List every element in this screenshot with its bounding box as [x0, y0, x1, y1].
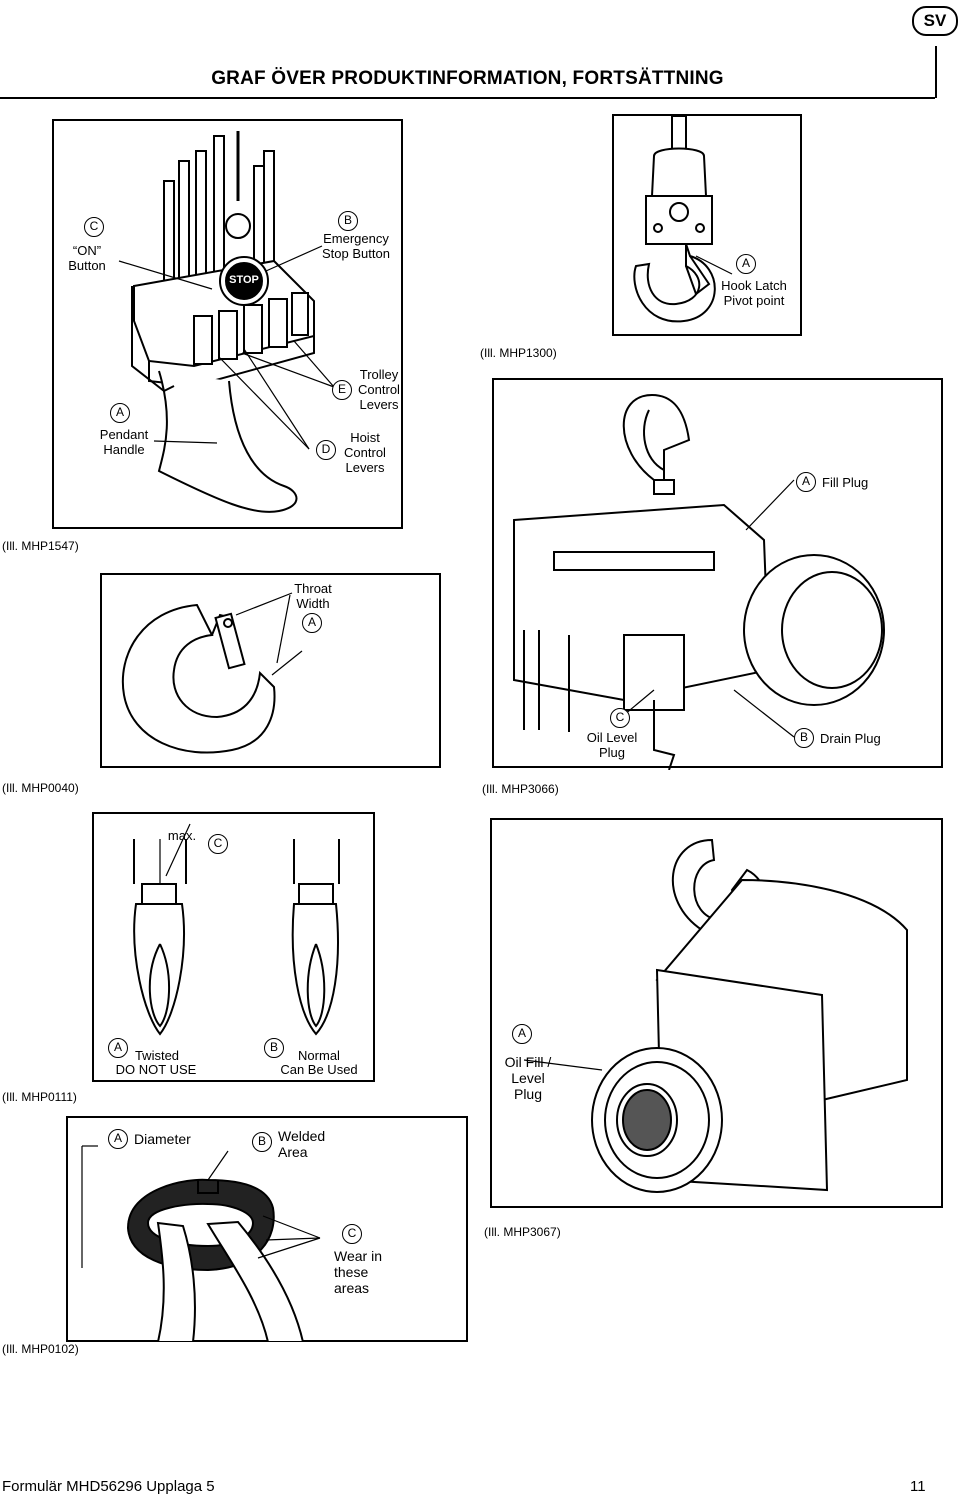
- can-be-used-label: Can Be Used: [280, 1062, 358, 1077]
- hook-latch-caption: (Ill. MHP1300): [480, 346, 557, 360]
- page-number: 11: [910, 1478, 926, 1495]
- throat-width-label: Throat Width: [294, 581, 332, 611]
- fill-plug-label: Fill Plug: [822, 475, 869, 490]
- max-label: max.: [167, 828, 197, 843]
- callout-b-normal: B: [264, 1038, 284, 1058]
- callout-d-hoist: D: [316, 440, 336, 460]
- diameter-label: Diameter: [134, 1131, 191, 1147]
- hook-latch-label: Hook Latch Pivot point: [721, 278, 787, 308]
- pendant-illustration-panel: STOP C “ON” Button B Emergency Stop Butt…: [52, 119, 403, 529]
- callout-a-latch: A: [736, 254, 756, 274]
- language-badge: SV: [912, 6, 958, 36]
- pendant-handle-label: Pendant Handle: [99, 427, 149, 457]
- throat-caption: (Ill. MHP0040): [2, 781, 79, 795]
- oil-fill-panel: A Oil Fill / Level Plug: [490, 818, 943, 1208]
- callout-a-oil-fill: A: [512, 1024, 532, 1044]
- hoist-unit-panel: A Fill Plug C Oil Level Plug B Drain Plu…: [492, 378, 943, 770]
- hook-latch-panel: A Hook Latch Pivot point: [612, 114, 802, 336]
- callout-c-max: C: [208, 834, 228, 854]
- callout-a-throat: A: [302, 613, 322, 633]
- wear-areas-label: Wear in these areas: [334, 1248, 382, 1296]
- callout-b-welded: B: [252, 1132, 272, 1152]
- callout-a-twisted: A: [108, 1038, 128, 1058]
- trolley-levers-label: Trolley Control Levers: [358, 367, 400, 412]
- form-number: Formulär MHD56296 Upplaga 5: [2, 1478, 215, 1495]
- welded-area-label: Welded Area: [278, 1128, 326, 1160]
- oil-fill-level-label: Oil Fill / Level Plug: [504, 1054, 552, 1102]
- callout-c-wear: C: [342, 1224, 362, 1244]
- oil-fill-caption: (Ill. MHP3067): [484, 1225, 561, 1239]
- on-button-label: “ON” Button: [68, 243, 106, 273]
- title-vertical-rule: [935, 46, 937, 98]
- hoist-unit-drawing: [513, 393, 885, 770]
- oil-level-plug-label: Oil Level Plug: [586, 730, 638, 760]
- pendant-drawing: [118, 131, 335, 513]
- stop-button-text: STOP: [229, 274, 259, 286]
- callout-b-drain: B: [794, 728, 814, 748]
- chain-wear-caption: (Ill. MHP0102): [2, 1342, 79, 1356]
- hoist-levers-label: Hoist Control Levers: [344, 430, 386, 475]
- drain-plug-label: Drain Plug: [820, 731, 881, 746]
- chain-links-caption: (Ill. MHP0111): [2, 1090, 77, 1104]
- do-not-use-label: DO NOT USE: [115, 1062, 197, 1077]
- chain-links-drawing: [133, 823, 340, 1036]
- callout-b-emergency: B: [338, 211, 358, 231]
- callout-a-fill: A: [796, 472, 816, 492]
- normal-label: Normal: [298, 1048, 340, 1063]
- twisted-label: Twisted: [134, 1048, 180, 1063]
- title-rule: [0, 97, 935, 99]
- hook-latch-drawing: [633, 116, 733, 323]
- callout-a-handle: A: [110, 403, 130, 423]
- throat-width-drawing: [121, 592, 303, 754]
- chain-links-panel: max. C A Twisted DO NOT USE B Normal Can…: [92, 812, 375, 1082]
- callout-c-oil-level: C: [610, 708, 630, 728]
- pendant-caption: (Ill. MHP1547): [2, 539, 79, 553]
- page-title: GRAF ÖVER PRODUKTINFORMATION, FORTSÄTTNI…: [211, 68, 724, 89]
- callout-c-on: C: [84, 217, 104, 237]
- throat-width-panel: Throat Width A: [100, 573, 441, 768]
- chain-wear-drawing: [81, 1145, 321, 1342]
- chain-wear-panel: A Diameter B Welded Area C Wear in these…: [66, 1116, 468, 1342]
- oil-fill-drawing: [523, 838, 908, 1193]
- hoist-unit-caption: (Ill. MHP3066): [482, 782, 559, 796]
- callout-e-trolley: E: [332, 380, 352, 400]
- callout-a-diameter: A: [108, 1129, 128, 1149]
- emergency-stop-label: Emergency Stop Button: [322, 231, 390, 261]
